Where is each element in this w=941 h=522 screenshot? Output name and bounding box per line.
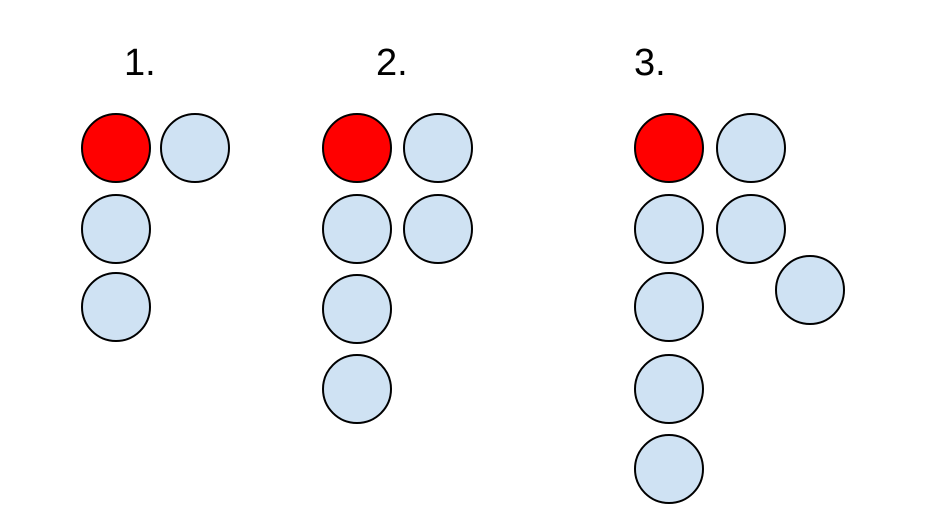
blue-circle xyxy=(81,194,151,264)
group-label-2: 2. xyxy=(376,42,408,84)
blue-circle xyxy=(81,272,151,342)
blue-circle xyxy=(634,194,704,264)
blue-circle xyxy=(634,272,704,342)
blue-circle xyxy=(634,434,704,504)
group-label-1: 1. xyxy=(124,42,156,84)
blue-circle xyxy=(322,194,392,264)
blue-circle xyxy=(716,194,786,264)
blue-circle xyxy=(160,113,230,183)
blue-circle xyxy=(775,255,845,325)
blue-circle xyxy=(403,194,473,264)
blue-circle xyxy=(716,113,786,183)
blue-circle xyxy=(322,274,392,344)
blue-circle xyxy=(403,113,473,183)
red-circle xyxy=(322,113,392,183)
blue-circle xyxy=(634,354,704,424)
red-circle xyxy=(81,113,151,183)
group-label-3: 3. xyxy=(634,42,666,84)
red-circle xyxy=(634,113,704,183)
blue-circle xyxy=(322,354,392,424)
